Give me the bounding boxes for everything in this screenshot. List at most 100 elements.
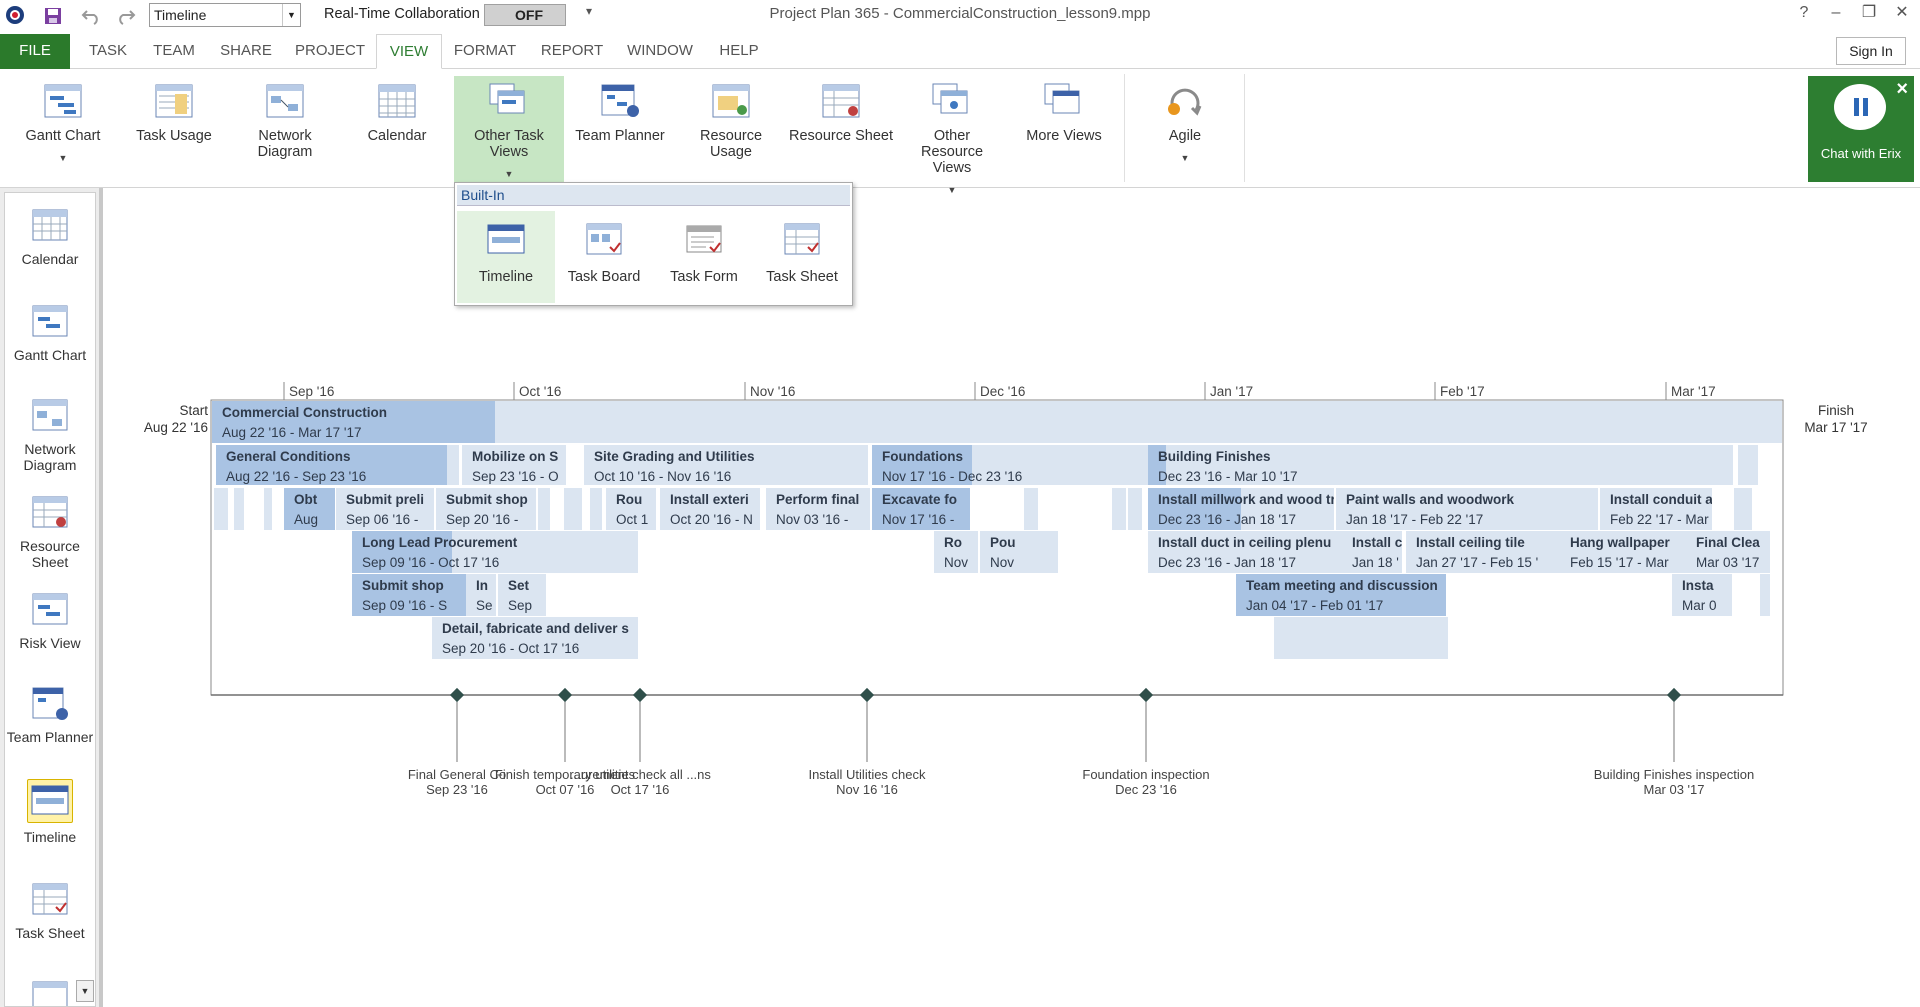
- timeline-task-sliver[interactable]: [1760, 574, 1770, 616]
- viewbar-item-gantt-chart[interactable]: Gantt Chart: [5, 303, 95, 363]
- sign-in-button[interactable]: Sign In: [1836, 37, 1906, 65]
- milestone-diamond[interactable]: [1138, 687, 1154, 703]
- viewbar-item-calendar[interactable]: Calendar: [5, 207, 95, 267]
- save-icon[interactable]: [42, 5, 64, 27]
- milestone-diamond[interactable]: [859, 687, 875, 703]
- app-logo-icon[interactable]: [3, 3, 27, 27]
- gantt-chart-button[interactable]: Gantt Chart ▼: [18, 76, 108, 166]
- timeline-task-sliver[interactable]: [264, 488, 272, 530]
- timeline-task-sliver[interactable]: [1112, 488, 1126, 530]
- timeline-task-sliver[interactable]: [1044, 531, 1058, 573]
- scroll-down-icon[interactable]: ▼: [76, 980, 94, 1002]
- more-views-button[interactable]: More Views: [1018, 76, 1110, 144]
- milestone-diamond[interactable]: [557, 687, 573, 703]
- timeline-task-sliver[interactable]: [1024, 488, 1038, 530]
- task-usage-button[interactable]: Task Usage: [130, 76, 218, 144]
- milestone-diamond[interactable]: [632, 687, 648, 703]
- network-diagram-button[interactable]: Network Diagram: [240, 76, 330, 160]
- viewbar-item-more[interactable]: [5, 979, 95, 1006]
- resource-usage-button[interactable]: Resource Usage: [686, 76, 776, 160]
- timeline-task-sliver[interactable]: [564, 488, 582, 530]
- menu-item-timeline[interactable]: Timeline: [457, 211, 555, 303]
- timeline-task-sliver[interactable]: [214, 488, 228, 530]
- tab-report[interactable]: REPORT: [540, 42, 604, 59]
- chat-with-erix-panel[interactable]: Chat with Erix ×: [1808, 76, 1914, 182]
- timeline-task-sliver[interactable]: [1128, 488, 1142, 530]
- tab-task[interactable]: TASK: [88, 42, 128, 59]
- viewbar-item-timeline[interactable]: Timeline: [5, 779, 95, 845]
- timeline-task-sliver[interactable]: [538, 488, 550, 530]
- timeline-task-sliver[interactable]: [1274, 617, 1346, 659]
- customize-quick-access-icon[interactable]: ▾: [586, 4, 593, 18]
- tab-help[interactable]: HELP: [719, 42, 759, 59]
- agile-button[interactable]: Agile ▼: [1140, 76, 1230, 166]
- calendar-button[interactable]: Calendar: [352, 76, 442, 144]
- tab-view[interactable]: VIEW: [376, 34, 442, 69]
- timeline-task-sliver[interactable]: [1738, 445, 1758, 485]
- milestone-diamond[interactable]: [449, 687, 465, 703]
- viewbar-item-task-sheet[interactable]: Task Sheet: [5, 881, 95, 941]
- timeline-task-sliver[interactable]: [590, 488, 602, 530]
- close-button[interactable]: ✕: [1895, 4, 1909, 21]
- timeline-task-sliver[interactable]: [1346, 617, 1448, 659]
- tab-file[interactable]: FILE: [0, 34, 70, 69]
- resource-sheet-button[interactable]: Resource Sheet: [788, 76, 894, 144]
- other-task-views-button[interactable]: Other Task Views ▼: [454, 76, 564, 182]
- timeline-task-sliver[interactable]: [1734, 488, 1752, 530]
- tab-format[interactable]: FORMAT: [453, 42, 517, 59]
- tab-project[interactable]: PROJECT: [294, 42, 365, 59]
- tab-team[interactable]: TEAM: [153, 42, 195, 59]
- help-button[interactable]: ?: [1799, 4, 1809, 21]
- viewbar-item-resource-sheet[interactable]: Resource Sheet: [5, 494, 95, 570]
- viewbar-item-team-planner[interactable]: Team Planner: [5, 685, 95, 745]
- tab-share[interactable]: SHARE: [220, 42, 272, 59]
- restore-button[interactable]: ❐: [1861, 4, 1877, 21]
- undo-icon[interactable]: [80, 5, 102, 27]
- view-selector-dropdown[interactable]: Timeline ▼: [149, 3, 301, 27]
- other-resource-views-button[interactable]: Other Resource Views ▼: [902, 76, 1002, 198]
- redo-icon[interactable]: [115, 5, 137, 27]
- milestone-diamond[interactable]: [1666, 687, 1682, 703]
- chevron-down-icon[interactable]: ▼: [282, 4, 300, 26]
- viewbar-item-risk-view[interactable]: Risk View: [5, 591, 95, 651]
- timeline-task-sliver[interactable]: [234, 488, 244, 530]
- menu-item-task-board[interactable]: Task Board: [555, 211, 653, 303]
- pane-splitter[interactable]: [99, 188, 103, 1007]
- tab-window[interactable]: WINDOW: [627, 42, 693, 59]
